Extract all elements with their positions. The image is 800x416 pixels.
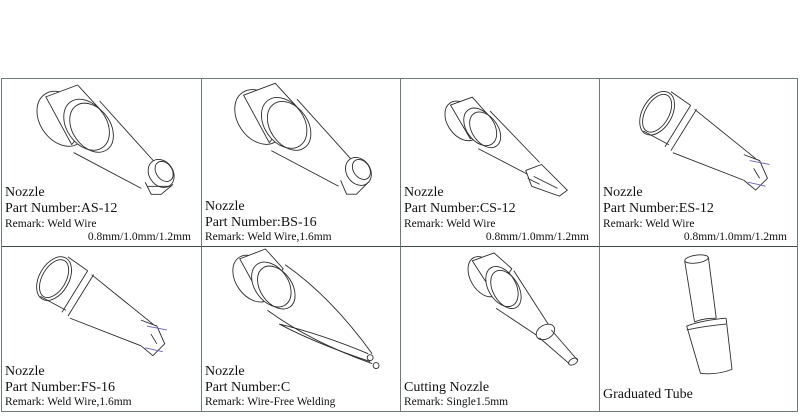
part-cell-graduated-tube: Graduated Tube [600, 247, 797, 411]
wire-sizes: 0.8mm/1.0mm/1.2mm [485, 230, 589, 243]
item-title: Nozzle [205, 198, 245, 214]
part-cell-es-12: Nozzle Part Number:ES-12 Remark: Weld Wi… [600, 79, 797, 247]
part-number: Part Number:C [205, 379, 291, 395]
caption: Nozzle Part Number:C Remark: Wire-Free W… [205, 364, 398, 409]
remark: Remark: Single1.5mm [404, 395, 509, 408]
caption: Nozzle Part Number:FS-16 Remark: Weld Wi… [5, 364, 199, 409]
caption: Graduated Tube [603, 387, 795, 403]
item-title: Nozzle [5, 185, 45, 201]
caption: Nozzle Part Number:CS-12 Remark: Weld Wi… [404, 185, 597, 244]
part-cell-cutting-nozzle: Cutting Nozzle Remark: Single1.5mm [401, 247, 600, 411]
wire-sizes: 0.8mm/1.0mm/1.2mm [87, 230, 191, 243]
caption: Nozzle Part Number:ES-12 Remark: Weld Wi… [603, 185, 795, 244]
item-title: Nozzle [603, 185, 643, 201]
item-title: Nozzle [5, 363, 45, 379]
caption: Nozzle Part Number:AS-12 Remark: Weld Wi… [5, 185, 199, 244]
part-number: Part Number:BS-16 [205, 214, 317, 230]
item-title: Cutting Nozzle [404, 379, 490, 395]
nozzle-c-icon [202, 247, 400, 411]
part-number: Part Number:AS-12 [5, 201, 118, 217]
part-cell-bs-16: Nozzle Part Number:BS-16 Remark: Weld Wi… [202, 79, 401, 247]
parts-grid: Nozzle Part Number:AS-12 Remark: Weld Wi… [1, 78, 798, 412]
nozzle-bs-icon [202, 79, 400, 246]
remark: Remark: Wire-Free Welding [205, 395, 336, 408]
item-title: Graduated Tube [603, 386, 693, 402]
part-number: Part Number:ES-12 [603, 201, 714, 217]
wire-sizes: 0.8mm/1.0mm/1.2mm [683, 230, 787, 243]
remark: Remark: Weld Wire [404, 217, 496, 230]
cutting-nozzle-icon [401, 247, 599, 411]
nozzle-es-icon [600, 79, 797, 246]
remark: Remark: Weld Wire,1.6mm [205, 230, 332, 243]
part-cell-fs-16: Nozzle Part Number:FS-16 Remark: Weld Wi… [2, 247, 202, 411]
nozzle-cs-icon [401, 79, 599, 246]
item-title: Nozzle [404, 185, 444, 201]
nozzle-fs-icon [2, 247, 201, 411]
part-cell-as-12: Nozzle Part Number:AS-12 Remark: Weld Wi… [2, 79, 202, 247]
remark: Remark: Weld Wire [5, 217, 97, 230]
part-number: Part Number:CS-12 [404, 201, 516, 217]
part-number: Part Number:FS-16 [5, 379, 116, 395]
remark: Remark: Weld Wire [603, 217, 695, 230]
caption: Nozzle Part Number:BS-16 Remark: Weld Wi… [205, 199, 398, 244]
nozzle-as-icon [2, 79, 201, 246]
graduated-tube-icon [600, 247, 797, 411]
part-cell-cs-12: Nozzle Part Number:CS-12 Remark: Weld Wi… [401, 79, 600, 247]
item-title: Nozzle [205, 363, 245, 379]
part-cell-c: Nozzle Part Number:C Remark: Wire-Free W… [202, 247, 401, 411]
remark: Remark: Weld Wire,1.6mm [5, 395, 132, 408]
caption: Cutting Nozzle Remark: Single1.5mm [404, 380, 597, 409]
